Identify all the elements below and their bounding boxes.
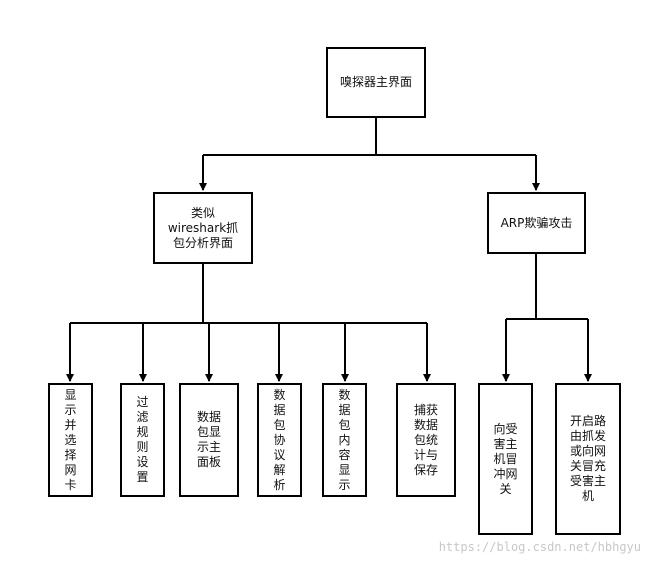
node-label-line: 保存 [413, 462, 438, 477]
node-label-line: 包分析界面 [172, 235, 233, 250]
node-label: 过滤规则设置 [136, 395, 148, 485]
node-label: 显示并选择网卡 [64, 388, 76, 493]
node-label-line: 或向网 [569, 444, 606, 458]
node-label-line: 容 [338, 447, 351, 462]
node-label-line: 并 [64, 417, 77, 432]
node-label-line: 设 [136, 455, 149, 469]
node-label-line: 向受 [493, 421, 518, 436]
node-label-line: 择 [64, 447, 77, 462]
node-label-line: 过 [136, 395, 149, 409]
node-leaf-capture-stats: 捕获数据包统计与保存 [396, 383, 456, 497]
node-leaf-main-panel: 数据包显示主面板 [179, 383, 239, 497]
node-label: 向受害主机冒冲网关 [493, 422, 517, 497]
node-label-line: 示 [64, 402, 77, 417]
node-label-line: 显 [64, 387, 77, 402]
node-label-line: 数 [338, 387, 351, 402]
node-leaf-filter-rules: 过滤规则设置 [120, 383, 165, 497]
node-label-line: wireshark抓 [167, 220, 239, 235]
node-label-line: 据 [273, 402, 286, 417]
node-label-line: 受害主 [569, 474, 606, 488]
node-label-line: 显 [338, 462, 351, 477]
node-label-line: 示 [338, 477, 351, 492]
watermark-url: https://blog.csdn.net/hbhgyu [438, 540, 641, 554]
node-label-line: 包统 [413, 432, 438, 447]
node-label-line: 则 [136, 440, 149, 454]
node-label-line: 解 [273, 462, 286, 477]
node-label-line: 关 [499, 481, 512, 496]
node-label-line: 数据 [413, 417, 438, 432]
node-label: 数据包内容显示 [338, 388, 350, 493]
node-label-line: 议 [273, 447, 286, 462]
node-label: 数据包显示主面板 [197, 410, 221, 470]
node-label-line: 数据 [196, 410, 221, 424]
node-label-line: 关冒充 [569, 459, 606, 473]
node-label-line: 机 [581, 489, 594, 503]
node-label-line: 置 [136, 470, 149, 484]
node-label-line: 析 [273, 477, 286, 492]
node-label-line: ARP欺骗攻击 [500, 215, 573, 230]
node-label-line: 网 [64, 462, 77, 477]
node-label-line: 滤 [136, 410, 149, 424]
node-branch-arp-spoofing: ARP欺骗攻击 [487, 192, 586, 254]
node-root: 嗅探器主界面 [326, 47, 426, 118]
node-label-line: 协 [273, 432, 286, 447]
node-label-line: 选 [64, 432, 77, 447]
node-label-line: 由抓发 [569, 429, 606, 443]
node-label-line: 包 [338, 417, 351, 432]
node-label-line: 规 [136, 425, 149, 439]
node-label-line: 示主 [196, 440, 221, 454]
node-leaf-spoof-gateway: 向受害主机冒冲网关 [478, 383, 533, 535]
node-label-line: 嗅探器主界面 [339, 75, 412, 89]
node-label-line: 据 [338, 402, 351, 417]
node-label: 数据包协议解析 [273, 388, 285, 493]
node-label-line: 害主 [493, 436, 518, 451]
node-label-line: 冲网 [493, 466, 518, 481]
node-label-line: 类似 [190, 205, 215, 220]
node-label-line: 计与 [413, 447, 438, 462]
node-label-line: 包显 [196, 425, 221, 439]
node-label-line: 开启路 [569, 414, 606, 428]
node-label: 嗅探器主界面 [340, 75, 412, 90]
node-leaf-route-forward: 开启路由抓发或向网关冒充受害主机 [555, 383, 621, 535]
node-label-line: 卡 [64, 477, 77, 492]
node-label-line: 面板 [196, 455, 221, 469]
node-label-line: 机冒 [493, 451, 518, 466]
node-label-line: 捕获 [413, 402, 438, 417]
node-label-line: 包 [273, 417, 286, 432]
node-leaf-content-display: 数据包内容显示 [322, 383, 367, 497]
node-label: 捕获数据包统计与保存 [414, 403, 438, 478]
node-leaf-select-nic: 显示并选择网卡 [48, 383, 93, 497]
node-label-line: 数 [273, 387, 286, 402]
node-label: ARP欺骗攻击 [501, 216, 573, 231]
node-leaf-protocol-parse: 数据包协议解析 [257, 383, 302, 497]
node-label: 开启路由抓发或向网关冒充受害主机 [570, 414, 606, 504]
node-label-line: 内 [338, 432, 351, 447]
